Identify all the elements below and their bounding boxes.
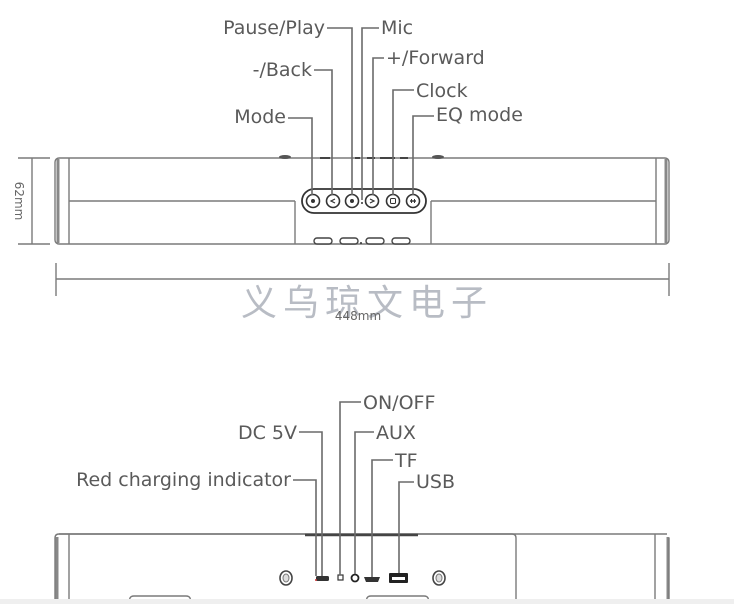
eq-mode-button[interactable]: [405, 193, 421, 209]
red-charging-indicator: [315, 579, 317, 581]
label-aux: AUX: [376, 422, 416, 444]
mic-hole: [361, 202, 363, 204]
width-label: 448mm: [335, 309, 381, 323]
height-dimension: 62mm: [12, 157, 50, 245]
speaker-body-rear: [54, 533, 670, 604]
watermark: 义乌琼文电子: [241, 283, 493, 324]
label-tf: TF: [394, 450, 418, 472]
width-dimension: [55, 263, 670, 296]
control-panel: [301, 188, 427, 214]
label-clock: Clock: [416, 80, 468, 102]
rear-view: ON/OFF DC 5V AUX TF Red charging indicat…: [54, 392, 670, 604]
label-eq-mode: EQ mode: [436, 104, 523, 126]
top-leader-lines: [288, 27, 434, 200]
mode-button[interactable]: [305, 193, 321, 209]
label-mic: Mic: [381, 17, 413, 39]
dc-5v-port[interactable]: [316, 576, 329, 581]
on-off-switch[interactable]: [337, 574, 344, 581]
label-red-charging-indicator: Red charging indicator: [76, 469, 291, 491]
aux-port[interactable]: [350, 573, 360, 583]
label-forward: +/Forward: [386, 47, 485, 69]
top-nub-left: [279, 155, 291, 159]
rear-leader-lines: [293, 401, 414, 577]
label-pause-play: Pause/Play: [223, 17, 325, 39]
label-usb: USB: [416, 471, 455, 493]
label-on-off: ON/OFF: [363, 392, 435, 414]
label-dc-5v: DC 5V: [238, 422, 297, 444]
label-mode: Mode: [234, 106, 286, 128]
height-label: 62mm: [12, 182, 26, 221]
forward-button[interactable]: [364, 193, 380, 209]
top-view: Pause/Play Mic -/Back +/Forward Clock Mo…: [12, 17, 670, 324]
tf-slot[interactable]: [364, 577, 380, 582]
clock-button[interactable]: [385, 193, 401, 209]
screw-left: [279, 570, 293, 586]
label-back: -/Back: [253, 59, 312, 81]
back-button[interactable]: [325, 193, 341, 209]
pause-play-button[interactable]: [344, 193, 360, 209]
bottom-feet: [313, 237, 411, 245]
top-nub-right: [432, 155, 444, 159]
screw-right: [432, 570, 446, 586]
bottom-strip: [0, 599, 734, 604]
